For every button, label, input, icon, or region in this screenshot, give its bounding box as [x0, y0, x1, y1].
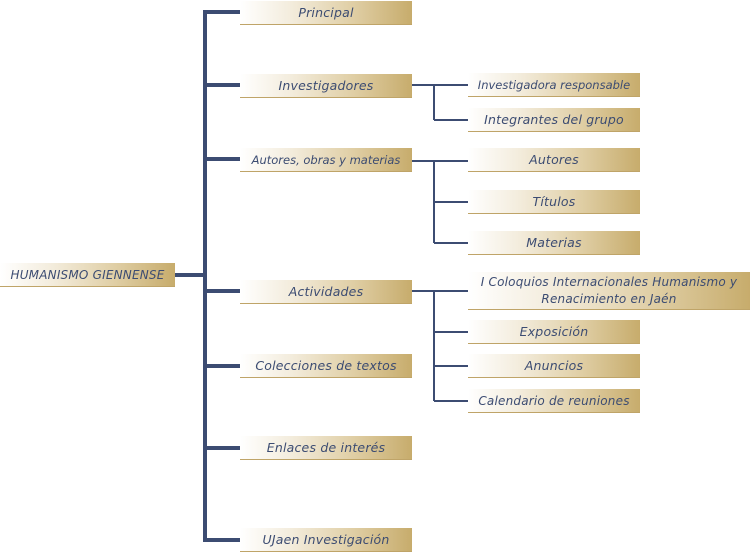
root-node-humanismo-giennense[interactable]: HUMANISMO GIENNENSE	[0, 263, 175, 287]
menu-colecciones-textos[interactable]: Colecciones de textos	[240, 354, 412, 378]
menu-ujaen-investigacion[interactable]: UJaen Investigación	[240, 528, 412, 552]
submenu-calendario-reuniones[interactable]: Calendario de reuniones	[468, 389, 640, 413]
menu-autores-obras-materias[interactable]: Autores, obras y materias	[240, 148, 412, 172]
menu-investigadores[interactable]: Investigadores	[240, 74, 412, 98]
menu-actividades[interactable]: Actividades	[240, 280, 412, 304]
submenu-materias[interactable]: Materias	[468, 231, 640, 255]
submenu-coloquios-internacionales[interactable]: I Coloquios Internacionales Humanismo y …	[468, 272, 750, 310]
submenu-anuncios[interactable]: Anuncios	[468, 354, 640, 378]
menu-enlaces-interes[interactable]: Enlaces de interés	[240, 436, 412, 460]
menu-principal[interactable]: Principal	[240, 1, 412, 25]
submenu-investigadora-responsable[interactable]: Investigadora responsable	[468, 73, 640, 97]
submenu-titulos[interactable]: Títulos	[468, 190, 640, 214]
submenu-integrantes-grupo[interactable]: Integrantes del grupo	[468, 108, 640, 132]
submenu-exposicion[interactable]: Exposición	[468, 320, 640, 344]
submenu-autores[interactable]: Autores	[468, 148, 640, 172]
